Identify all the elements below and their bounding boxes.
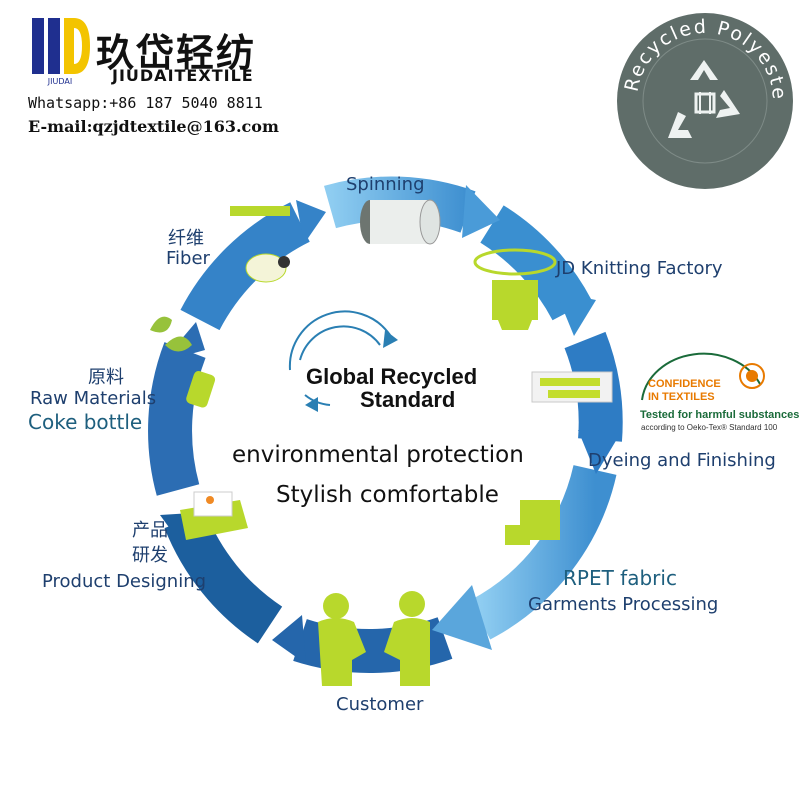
grs-arrow-icon — [383, 330, 398, 348]
label-fiber: Fiber — [166, 248, 210, 269]
label-product-designing: Product Designing — [42, 571, 207, 592]
oeko-line2: IN TEXTILES — [648, 391, 715, 403]
label-garments: Garments Processing — [528, 594, 719, 615]
sewing-machine-icon — [505, 500, 560, 545]
oeko-tex-logo — [641, 352, 765, 401]
yarn-spool-icon — [360, 199, 441, 245]
email-text: E-mail:qzjdtextile@163.com — [28, 117, 279, 136]
label-knitting-factory: JD Knitting Factory — [556, 258, 723, 279]
label-spinning: Spinning — [346, 174, 425, 195]
sheep-fiber-icon — [230, 206, 290, 283]
grs-title-line1: Global Recycled — [306, 364, 478, 389]
logo-sub-text: JIUDAI — [47, 77, 72, 86]
label-design-cn1: 产品 — [132, 520, 168, 541]
oeko-line1: CONFIDENCE — [648, 378, 721, 390]
label-rpet-fabric: RPET fabric — [563, 566, 677, 590]
brand-name-en: JIUDAITEXTILE — [112, 66, 254, 85]
label-dyeing: Dyeing and Finishing — [588, 450, 776, 471]
slogan-environmental: environmental protection — [232, 442, 524, 468]
design-book-icon — [180, 491, 248, 540]
label-raw-materials: Raw Materials — [30, 388, 157, 409]
whatsapp-text: Whatsapp:+86 187 5040 8811 — [28, 94, 263, 112]
label-raw-cn: 原料 — [88, 367, 124, 388]
plant-bottle-icon — [150, 316, 216, 408]
oeko-line4: according to Oeko-Tex® Standard 100 — [641, 423, 778, 432]
recycle-icon — [668, 60, 740, 138]
brand-name-cn: 玖岱轻纺 — [96, 31, 257, 75]
label-design-cn2: 研发 — [132, 545, 168, 566]
slogan-stylish: Stylish comfortable — [276, 482, 499, 508]
label-coke-bottle: Coke bottle — [28, 410, 143, 434]
knitting-machine-icon — [473, 248, 557, 330]
label-fiber-cn: 纤维 — [168, 228, 204, 249]
handshake-icon — [318, 591, 430, 686]
dyeing-rollers-icon — [531, 371, 613, 403]
grs-arrow-icon-2 — [305, 397, 318, 412]
recycled-polyester-badge: Recycled Polyester — [612, 8, 793, 189]
grs-title-line2: Standard — [360, 387, 456, 412]
jiudai-logo: JIUDAI — [32, 18, 90, 86]
cycle-ring — [148, 176, 623, 673]
label-customer: Customer — [336, 694, 424, 715]
oeko-line3: Tested for harmful substances — [640, 409, 800, 421]
